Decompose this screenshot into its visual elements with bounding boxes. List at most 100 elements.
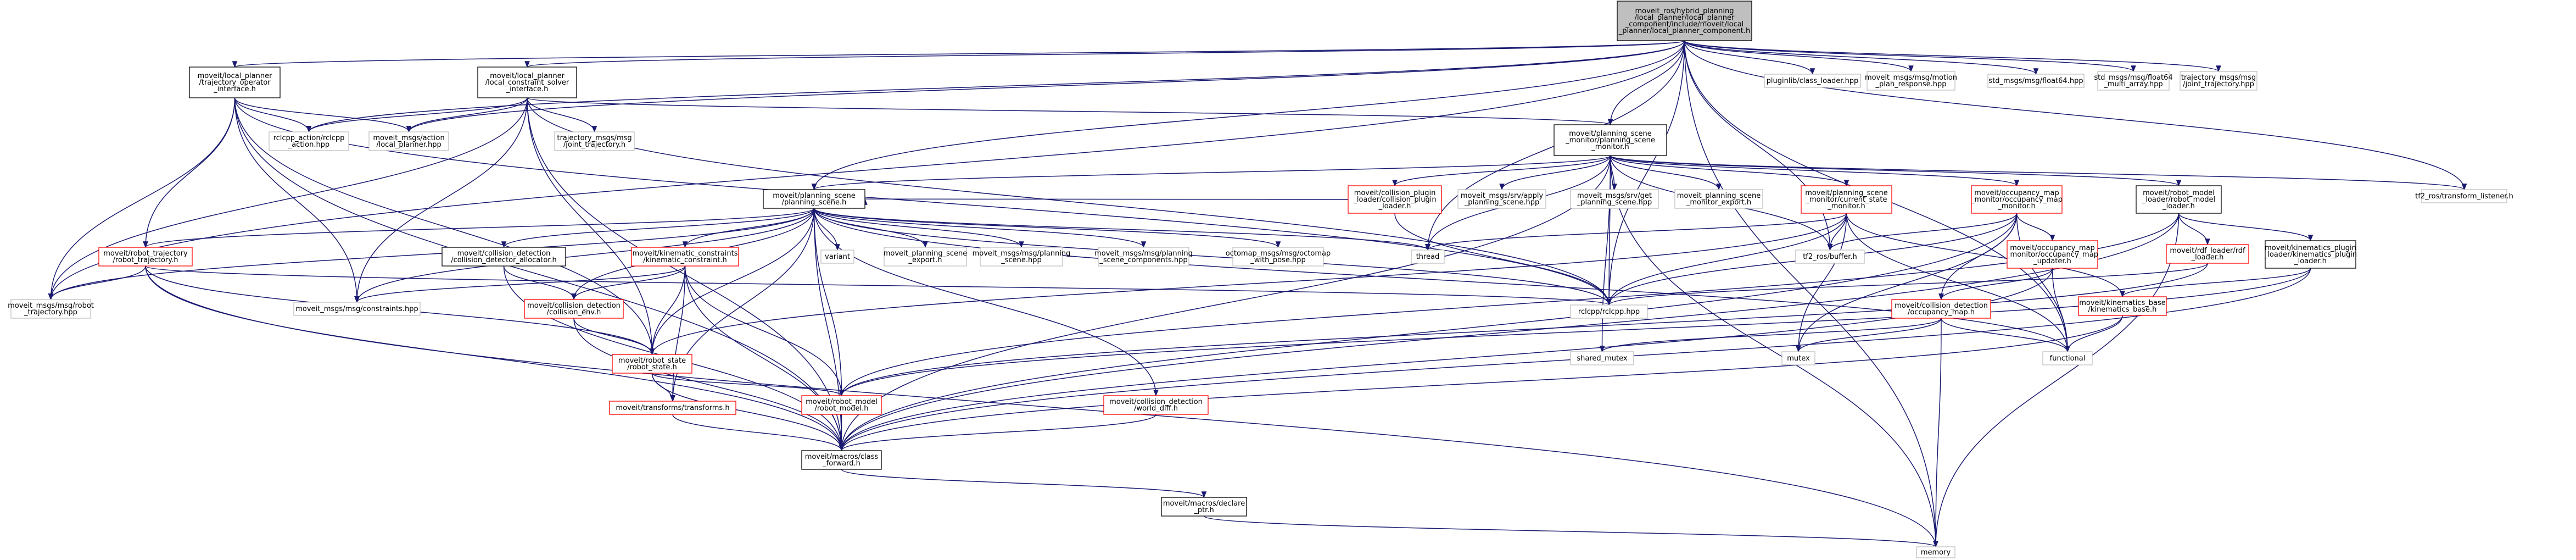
node-thread[interactable]: thread [1411,249,1445,264]
dependency-edge [1796,318,1942,353]
node-label: moveit/local_planner [490,72,565,80]
node-mps[interactable]: moveit_msgs/msg/planning_scene.hpp [973,247,1071,267]
dependency-edge [503,265,577,301]
node-label: moveit/rdf_loader/rdf [2170,247,2245,255]
node-cpl[interactable]: moveit/collision_plugin_loader/collision… [1348,185,1442,214]
node-tf2b[interactable]: tf2_ros/buffer.h [1795,249,1865,264]
dependency-edge [527,97,655,356]
node-box [1554,124,1667,156]
node-functional[interactable]: functional [2042,351,2093,365]
dependency-edge [839,315,2123,452]
dependency-edge [525,40,1685,68]
node-label: /occupancy_map.h [1908,308,1975,317]
node-f64[interactable]: std_msgs/msg/float64.hpp [1987,74,2085,88]
node-root[interactable]: moveit_ros/hybrid_planning/local_planner… [1617,1,1752,41]
node-box [1916,546,1955,558]
node-pse[interactable]: moveit_planning_scene_export.h [884,247,968,267]
dependency-edge [813,208,1147,248]
node-mutex[interactable]: mutex [1781,351,1815,365]
dependency-edge [1684,40,2136,73]
node-aps[interactable]: moveit_msgs/srv/apply_planning_scene.hpp [1457,189,1546,209]
node-box [820,249,854,264]
node-kb[interactable]: moveit/kinematics_base/kinematics_base.h [2078,296,2167,316]
dependency-edge [48,97,528,301]
node-memory[interactable]: memory [1916,546,1955,558]
node-mc[interactable]: moveit_msgs/msg/constraints.hpp [293,302,421,316]
node-jt2[interactable]: trajectory_msgs/msg/joint_trajectory.h [554,131,635,151]
node-octo[interactable]: octomap_msgs/msg/octomap_with_pose.hpp [1226,247,1331,267]
node-label: shared_mutex [1577,354,1628,363]
node-label: _loader.h [2162,202,2195,210]
node-label: moveit_msgs/action [373,134,444,142]
dependency-edge [813,208,845,397]
dependency-edge [811,40,1685,191]
node-omu[interactable]: moveit/occupancy_map_monitor/occupancy_m… [2006,240,2098,269]
node-label: _interface.h [213,85,256,93]
node-rt[interactable]: moveit/robot_trajectory/robot_trajectory… [98,247,193,267]
dependency-edge [2016,213,2055,242]
node-label: /kinematic_constraint.h [643,256,727,264]
dependency-edge [649,265,686,356]
node-mpr[interactable]: moveit_msgs/msg/motion_plan_response.hpp [1865,71,1957,91]
node-plc[interactable]: pluginlib/class_loader.hpp [1764,74,1861,88]
node-ps[interactable]: moveit/planning_scene/planning_scene.h [763,189,865,209]
node-layer: moveit_ros/hybrid_planning/local_planner… [8,1,2513,558]
node-csm[interactable]: moveit/planning_scene_monitor/current_st… [1801,185,1892,214]
node-jt1[interactable]: trajectory_msgs/msg/joint_trajectory.hpp [2180,71,2258,91]
dependency-edge [1599,318,1942,353]
node-rclcpp[interactable]: rclcpp/rclcpp.hpp [1570,304,1648,319]
node-gps[interactable]: moveit_msgs/srv/get_planning_scene.hpp [1570,189,1659,209]
node-label: _loader.h [1378,202,1411,210]
node-label: _loader/collision_plugin [1353,196,1436,204]
node-rca[interactable]: rclcpp_action/rclcpp_action.hpp [269,131,349,151]
node-cenv[interactable]: moveit/collision_detection/collision_env… [524,299,624,319]
node-psme[interactable]: moveit_planning_scene_monitor_export.h [1674,189,1763,209]
node-cda[interactable]: moveit/collision_detection/collision_det… [442,247,566,267]
node-box [1795,249,1865,264]
dependency-edge [1684,40,1938,548]
dependency-edge [234,97,312,133]
node-mrt[interactable]: moveit_msgs/msg/robot_trajectory.hpp [8,299,94,319]
dependency-edge [651,373,845,452]
node-label: moveit/collision_detection [457,249,551,258]
node-label: moveit/collision_detection [1895,302,1988,310]
node-box [269,131,349,151]
node-label: moveit_msgs/srv/get [1577,192,1652,200]
node-ocm[interactable]: moveit/occupancy_map_monitor/occupancy_m… [1970,185,2063,214]
node-dp[interactable]: moveit/macros/declare_ptr.h [1161,497,1247,517]
dependency-edge [354,97,528,303]
node-kc[interactable]: moveit/kinematic_constraints/kinematic_c… [631,247,739,267]
node-variant[interactable]: variant [820,249,854,264]
node-lcsi[interactable]: moveit/local_planner/local_constraint_so… [477,66,577,98]
node-label: moveit/kinematics_plugin [2265,244,2356,252]
node-box [1411,249,1445,264]
dependency-edge [2120,268,2311,298]
node-tr[interactable]: moveit/transforms/transforms.h [609,401,736,415]
node-label: variant [825,253,850,261]
node-cf[interactable]: moveit/macros/class_forward.h [801,450,882,470]
node-label: /planning_scene.h [782,198,847,207]
node-com[interactable]: moveit/collision_detection/occupancy_map… [1891,299,1991,319]
node-rml[interactable]: moveit/robot_model_loader/robot_model_lo… [2136,185,2222,214]
node-kpl[interactable]: moveit/kinematics_plugin_loader/kinemati… [2264,240,2357,269]
node-mpsc[interactable]: moveit_msgs/msg/planning_scene_component… [1094,247,1193,267]
dependency-edge [1610,155,1722,191]
dependency-edge [232,40,1685,68]
node-tf2l[interactable]: tf2_ros/transform_listener.h [2415,189,2513,203]
node-psm[interactable]: moveit/planning_scene_monitor/planning_s… [1554,124,1667,156]
node-box [1161,497,1247,517]
dependency-edge [234,97,412,133]
node-label: moveit_msgs/msg/constraints.hpp [295,305,418,313]
dependency-edge [406,97,528,133]
node-rdf[interactable]: moveit/rdf_loader/rdf_loader.h [2166,244,2249,264]
node-smutex[interactable]: shared_mutex [1570,351,1634,365]
node-label: moveit/robot_state [618,357,686,365]
node-label: moveit_ros/hybrid_planning [1635,7,1734,15]
node-rm[interactable]: moveit/robot_model/robot_model.h [801,395,882,415]
node-f64ma[interactable]: std_msgs/msg/float64_multi_array.hpp [2094,71,2173,91]
node-mlp[interactable]: moveit_msgs/action/local_planner.hpp [368,131,449,151]
node-wd[interactable]: moveit/collision_detection/world_diff.h [1103,395,1209,415]
node-tpi[interactable]: moveit/local_planner/trajectory_operator… [189,66,281,98]
node-rs[interactable]: moveit/robot_state/robot_state.h [612,354,692,374]
